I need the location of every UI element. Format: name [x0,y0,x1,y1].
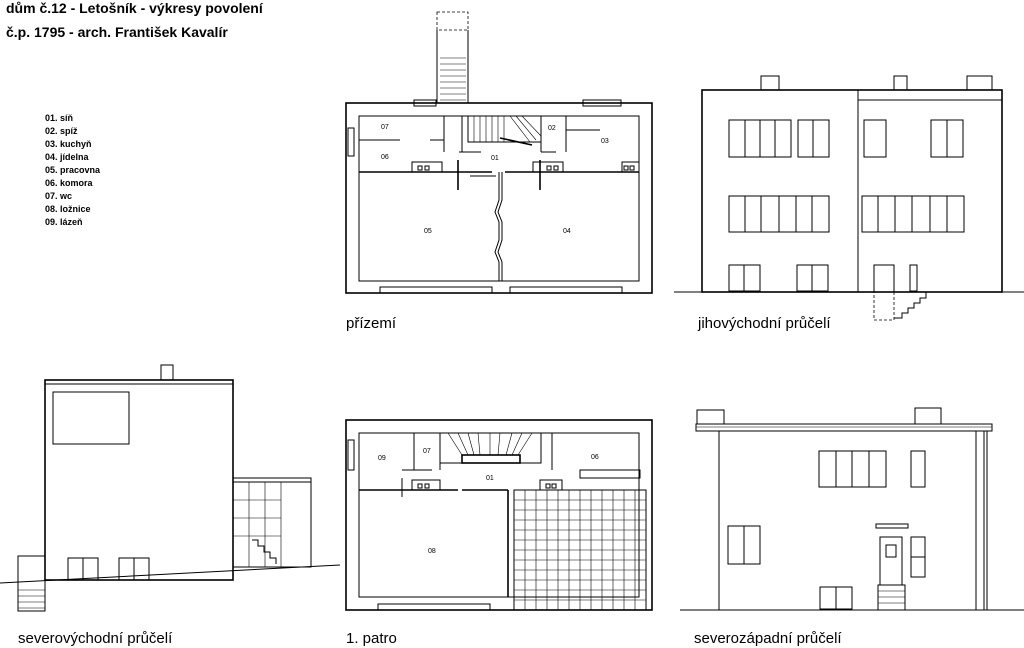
ne-facade-elevation [0,364,341,612]
room-label: 08 [428,548,436,555]
caption-first-floor: 1. patro [346,630,397,647]
legend-item: 09. lázeň [45,217,83,227]
ground-floor-plan: 07 06 01 02 03 05 04 [345,11,653,294]
caption-se-facade: jihovýchodní průčelí [697,315,831,332]
room-label: 07 [381,124,389,131]
room-label: 04 [563,228,571,235]
room-label: 01 [486,475,494,482]
caption-ground-floor: přízemí [346,315,397,332]
room-label: 06 [381,154,389,161]
legend-item: 03. kuchyň [45,139,92,149]
legend-item: 01. síň [45,113,73,123]
legend-item: 05. pracovna [45,165,101,175]
legend-item: 02. spíž [45,126,78,136]
legend-item: 07. wc [45,191,72,201]
room-label: 06 [591,454,599,461]
sheet-subtitle: č.p. 1795 - arch. František Kavalír [6,24,228,40]
first-floor-plan: 09 07 01 06 08 [345,419,653,611]
room-label: 05 [424,228,432,235]
se-facade-elevation [674,75,1024,321]
plan-outline [345,102,653,294]
sheet-title: dům č.12 - Letošník - výkresy povolení [6,0,264,16]
room-label: 03 [601,138,609,145]
room-label: 09 [378,455,386,462]
legend-item: 06. komora [45,178,94,188]
legend-item: 08. ložnice [45,204,91,214]
plan-outline [345,419,653,611]
legend-item: 04. jídelna [45,152,90,162]
room-label: 07 [423,448,431,455]
stair-landing [436,11,469,31]
nw-facade-elevation [680,407,1024,611]
room-label: 02 [548,125,556,132]
caption-ne-facade: severovýchodní průčelí [18,630,173,647]
caption-nw-facade: severozápadní průčelí [694,630,842,647]
room-label: 01 [491,155,499,162]
room-legend: 01. síň 02. spíž 03. kuchyň 04. jídelna … [45,113,101,227]
